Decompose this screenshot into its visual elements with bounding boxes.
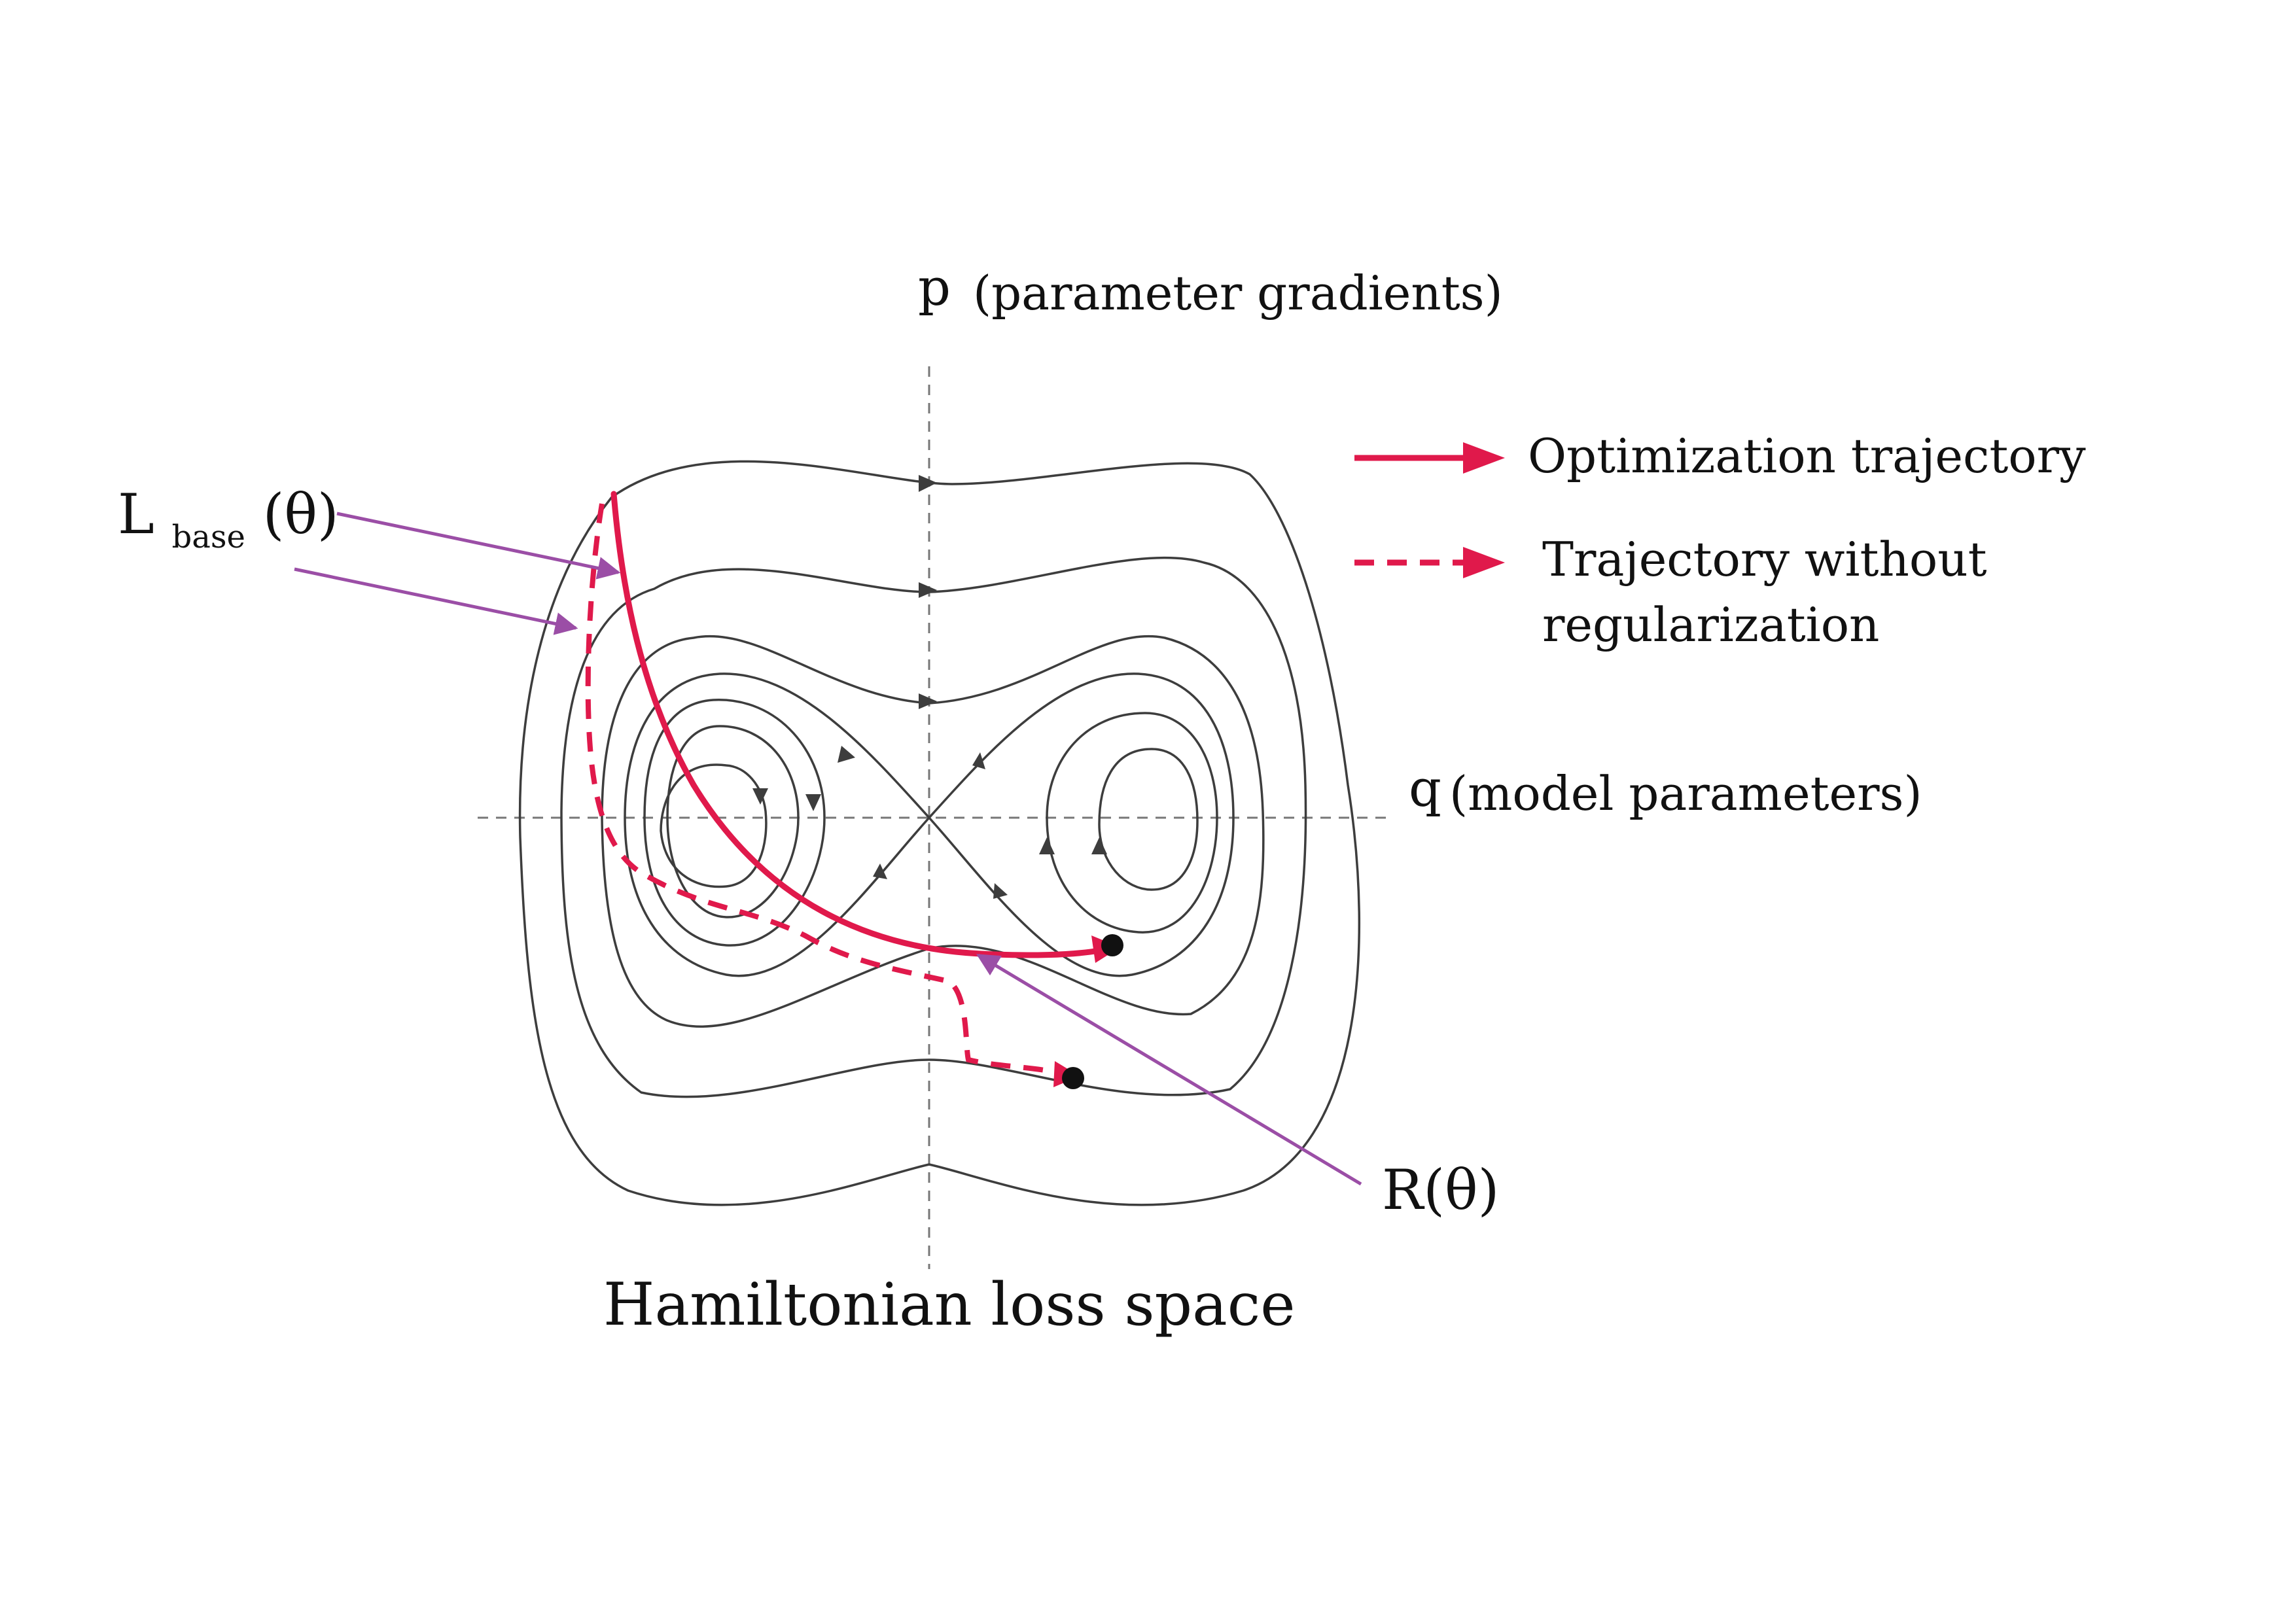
legend-label-unregularized-line1: Trajectory without [1542,532,1987,587]
flow-arrow [752,788,768,805]
trajectory-without-regularization [585,503,1061,1075]
legend-item-solid: Optimization trajectory [1354,428,2086,483]
regularizer-label: R(θ) [1382,1158,1499,1222]
p-axis-symbol: p [918,258,951,317]
legend-label-unregularized-line2: regularization [1542,597,1879,652]
left-orbit-3 [660,763,768,888]
right-orbit-1 [1046,712,1218,934]
diagram-title: Hamiltonian loss space [603,1270,1295,1339]
flow-arrow [919,475,937,492]
flow-arrow [838,746,855,763]
outer-contour-3 [601,635,1265,1028]
q-axis-symbol: q [1409,759,1441,818]
outer-contour-2 [560,556,1307,1098]
left-orbit-2 [666,725,800,918]
legend: Optimization trajectory Trajectory witho… [1354,428,2086,652]
l-base-main: L [118,482,154,546]
p-axis-label: (parameter gradients) [973,266,1503,321]
l-base-pointer-1 [336,512,621,580]
flow-arrow [919,582,937,598]
left-orbit-1 [643,699,826,947]
separatrix-contour [624,672,1235,977]
q-axis-label: (model parameters) [1449,766,1922,821]
outer-contour-1 [518,460,1361,1206]
right-orbit-2 [1098,748,1199,891]
flow-arrow [972,752,985,769]
flow-arrow [805,794,821,811]
flow-arrow [1039,837,1055,854]
dashed-trajectory-endpoint [1062,1067,1084,1089]
l-base-subscript: base [171,519,245,555]
flow-arrow [873,864,887,879]
legend-dashed-arrowhead [1463,547,1505,578]
flow-arrow [993,883,1008,899]
l-base-label: L base (θ) [118,482,339,561]
optimization-trajectory [610,491,1103,958]
legend-solid-arrowhead [1463,442,1505,474]
legend-item-dashed: Trajectory without regularization [1354,532,1987,652]
l-base-pointer-2 [294,567,578,635]
legend-label-optimization: Optimization trajectory [1528,428,2086,483]
solid-trajectory-endpoint [1101,934,1123,956]
flow-arrow [1091,837,1107,854]
l-base-argument: (θ) [263,482,339,546]
regularizer-pointer [976,953,1362,1186]
flow-arrows [752,475,1107,899]
flow-arrow [919,693,937,709]
